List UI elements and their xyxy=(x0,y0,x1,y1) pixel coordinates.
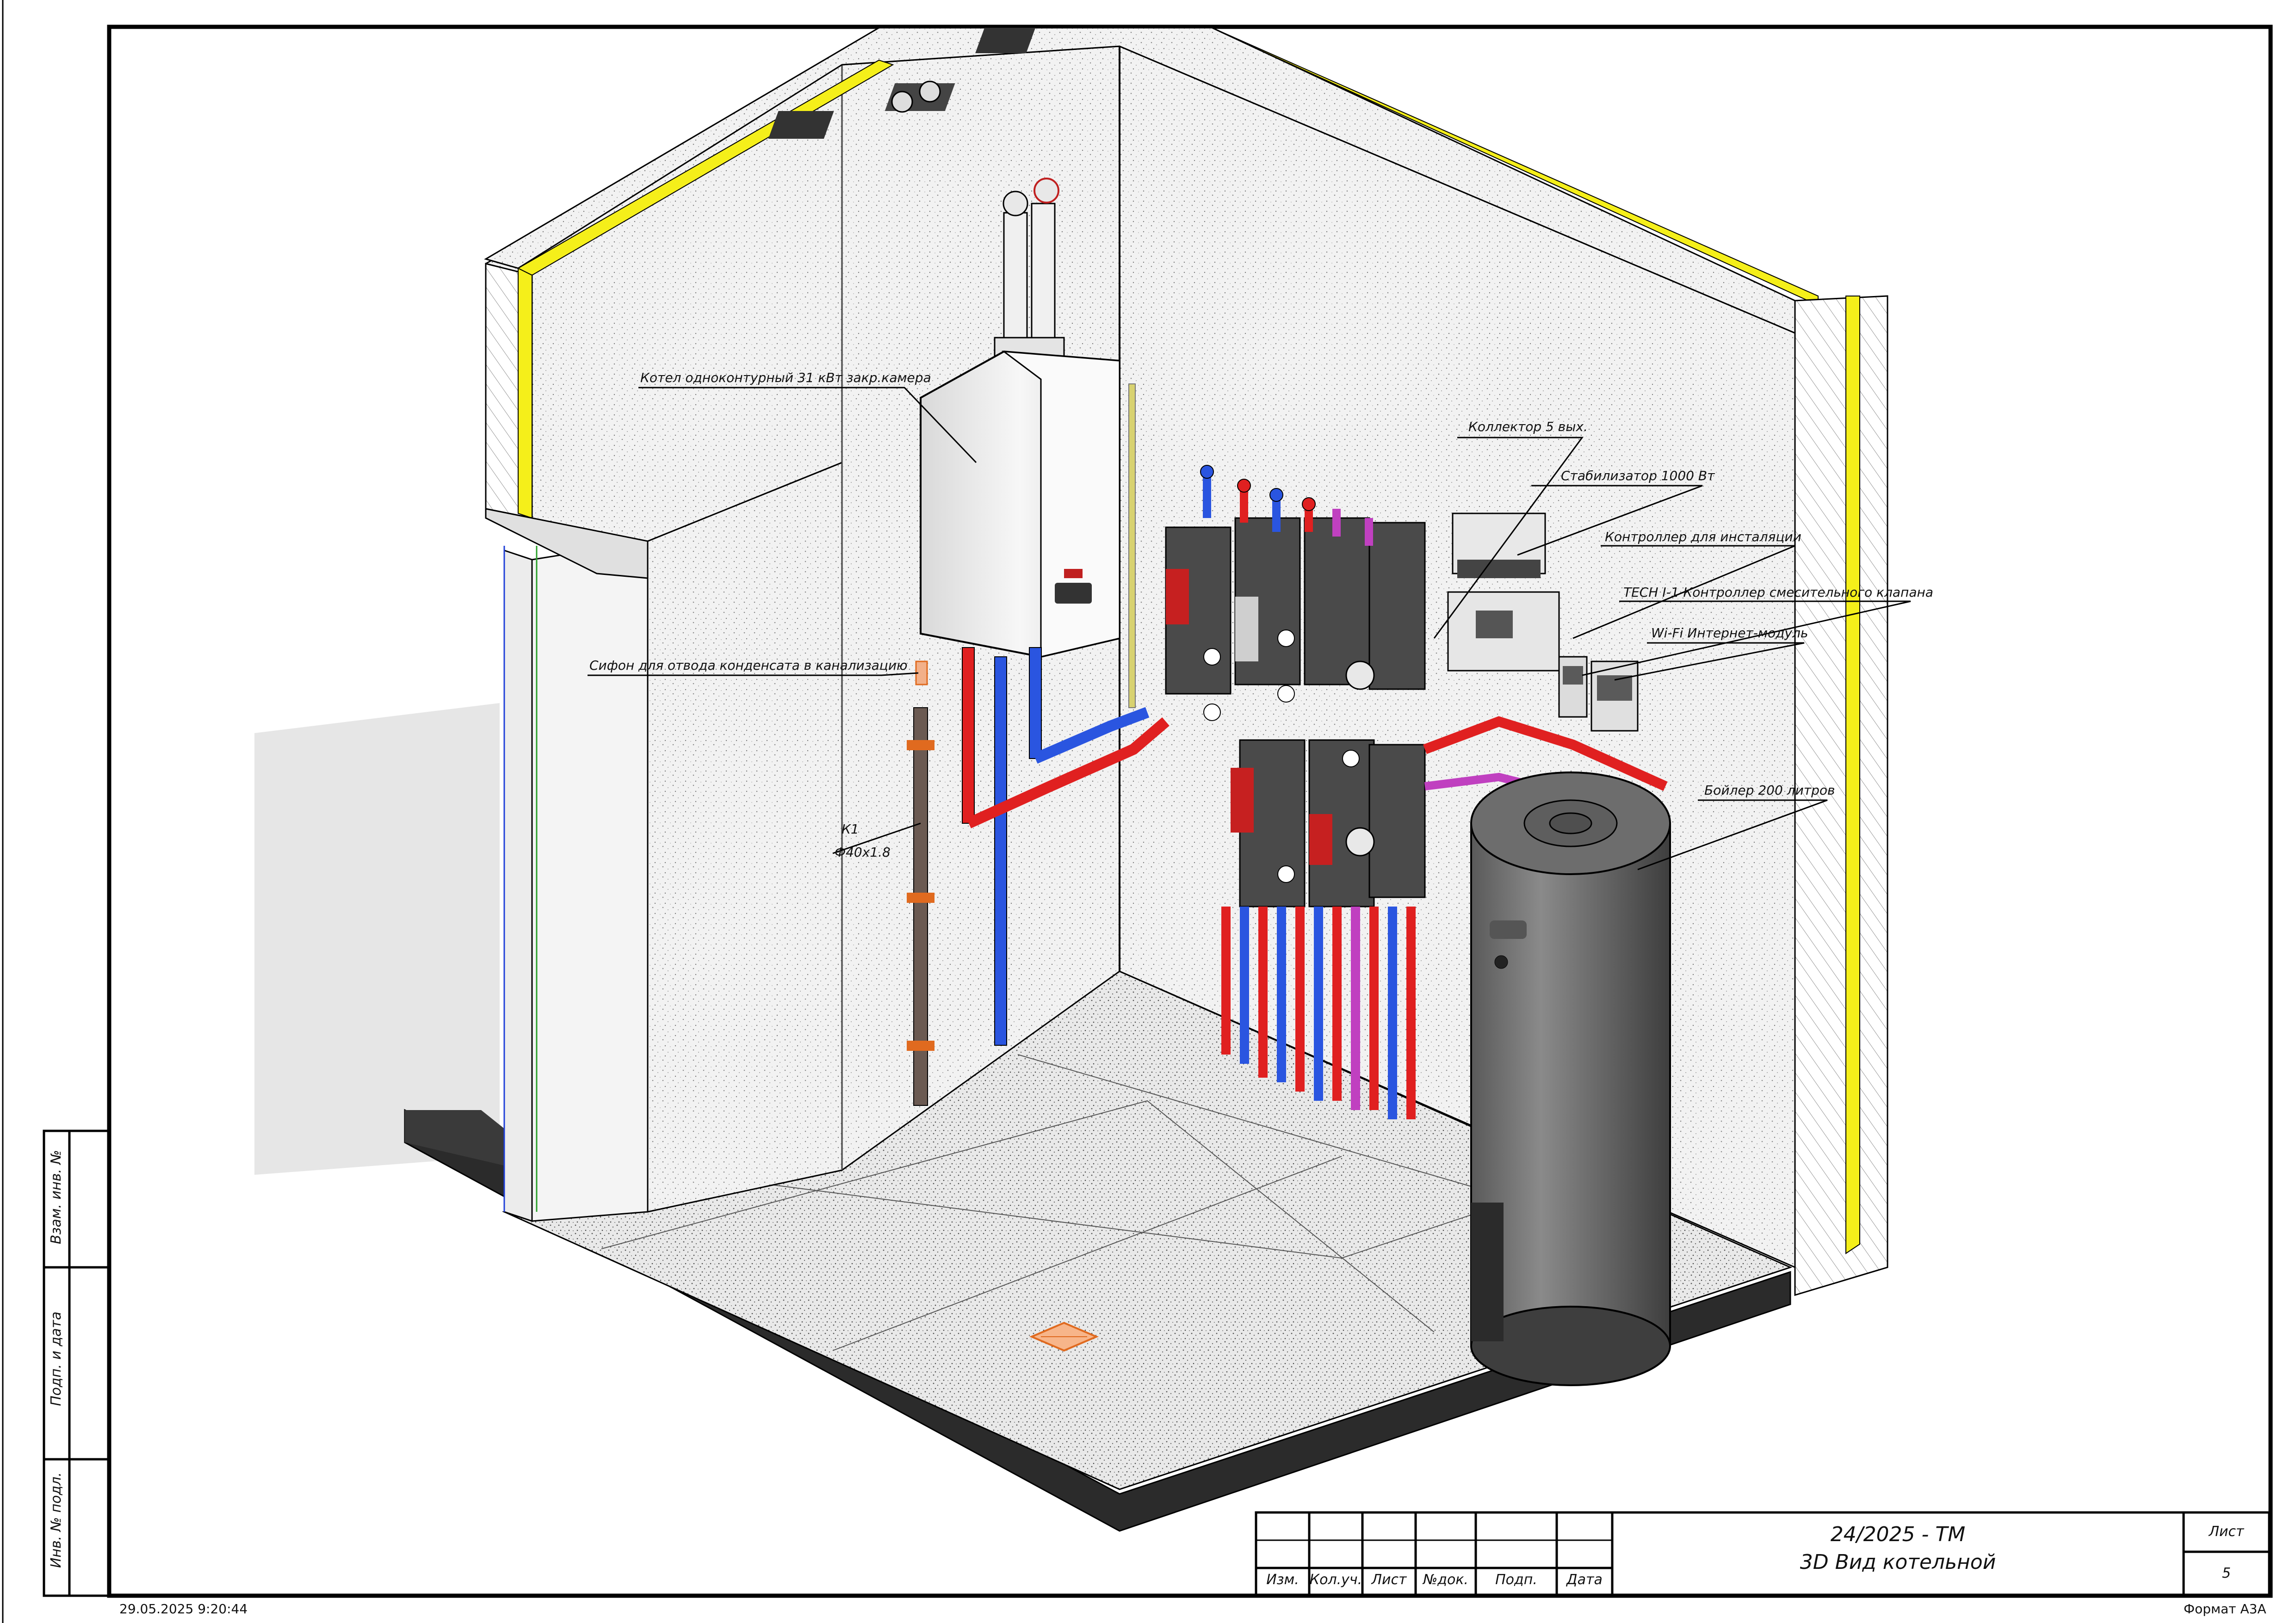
stamp-podp-data: Подп. и дата xyxy=(48,1311,64,1406)
callout-sewer-k1: К1 xyxy=(842,821,859,837)
callout-condensate-siphon: Сифон для отвода конденсата в канализаци… xyxy=(589,658,908,673)
callout-water-heater: Бойлер 200 литров xyxy=(1704,783,1835,798)
top-valves xyxy=(1200,465,1373,546)
callout-collector: Коллектор 5 вых. xyxy=(1468,419,1588,434)
sewer-riser-k1 xyxy=(913,707,928,1106)
roof-vent xyxy=(768,111,834,139)
boiler-supply-pipe xyxy=(962,647,975,824)
callout-sewer-size: Ф40x1.8 xyxy=(835,845,891,860)
tb-header-izm: Изм. xyxy=(1266,1572,1299,1588)
roof-vent xyxy=(975,28,1036,53)
boiler-return-pipe xyxy=(994,656,1007,1046)
title-block-grid xyxy=(1255,1511,2271,1597)
insulation-left xyxy=(518,267,532,519)
sheet-title: 3D Вид котельной xyxy=(1800,1550,1996,1574)
sheet-label: Лист xyxy=(2209,1524,2244,1540)
pipe-bundle xyxy=(1221,907,1416,1119)
tech-controller xyxy=(1558,656,1588,718)
print-timestamp: 29.05.2025 9:20:44 xyxy=(119,1601,248,1617)
callout-wifi-module: Wi-Fi Интернет-модуль xyxy=(1651,625,1808,641)
stamp-inv-podl: Инв. № подл. xyxy=(48,1472,64,1568)
callout-stabilizer: Стабилизатор 1000 Вт xyxy=(1561,468,1715,483)
callout-tech-controller: TECH I-1 Контроллер смесительного клапан… xyxy=(1623,585,1933,600)
flue-pipe xyxy=(1003,212,1028,339)
boiler-display xyxy=(1055,583,1092,604)
pipe-run xyxy=(966,717,1170,828)
shadow xyxy=(254,703,500,1175)
callout-gas-boiler: Котел одноконтурный 31 кВт закр.камера xyxy=(640,370,931,385)
floor-slab-step xyxy=(405,1110,504,1166)
project-code: 24/2025 - ТМ xyxy=(1830,1523,1966,1546)
manifold-modules xyxy=(1165,517,1426,907)
sheet-number: 5 xyxy=(2222,1565,2231,1581)
left-wall-ledge xyxy=(485,508,649,579)
tb-header-kol-uch: Кол.уч. xyxy=(1309,1572,1362,1588)
tank-supply-pipe xyxy=(1423,716,1668,791)
sheet-format: Формат А3А xyxy=(2184,1601,2266,1617)
left-wall-face xyxy=(503,549,533,1222)
left-wall xyxy=(647,461,843,1213)
callout-controller: Контроллер для инсталяции xyxy=(1605,529,1801,544)
flue-pipe xyxy=(1031,203,1056,343)
leader-lines xyxy=(588,387,1911,870)
gas-pipe xyxy=(1128,383,1136,708)
drawing-frame xyxy=(107,25,2273,1598)
water-heater-tank xyxy=(1470,771,1671,1386)
tb-header-data: Дата xyxy=(1566,1572,1603,1588)
stamp-vzam-inv: Взам. инв. № xyxy=(48,1150,64,1244)
insulation-right xyxy=(1845,296,1860,1254)
tb-header-podp: Подп. xyxy=(1495,1572,1537,1588)
left-wall-pier xyxy=(531,540,649,1222)
side-stamp-grid xyxy=(43,1129,111,1597)
tb-header-ndok: №док. xyxy=(1423,1572,1468,1588)
tb-header-list: Лист xyxy=(1371,1572,1407,1588)
